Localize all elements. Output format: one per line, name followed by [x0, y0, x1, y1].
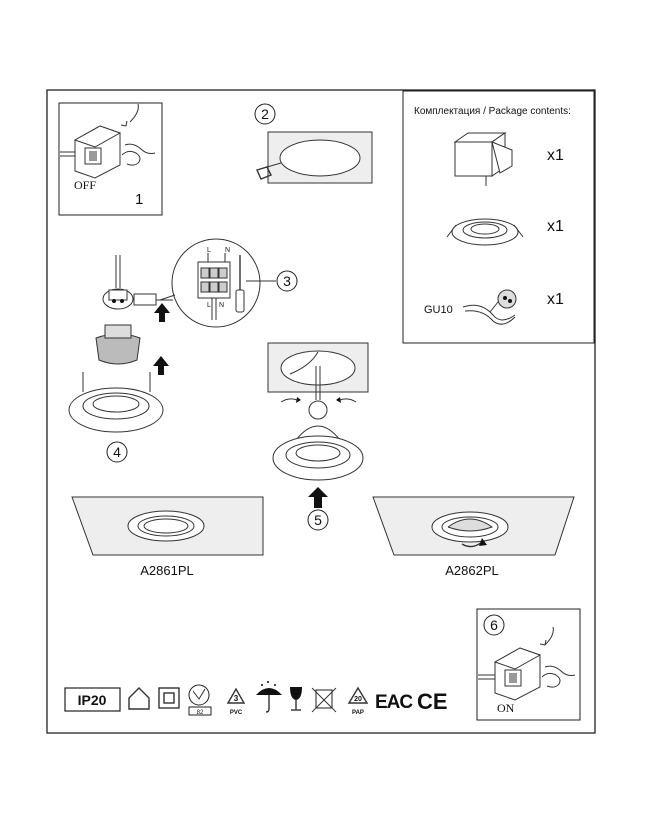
- ce-mark: CE: [417, 689, 448, 714]
- wall-switch-on-icon: [478, 626, 576, 701]
- step-1-panel: OFF 1: [58, 102, 163, 216]
- qty-box: x1: [547, 147, 564, 164]
- indoor-use-icon: [128, 687, 150, 710]
- eac-mark: EAC: [375, 692, 413, 713]
- terminal-n-top: N: [225, 247, 230, 254]
- gu10-socket-icon: [462, 289, 517, 325]
- spring-clip-arrow-left-icon: [280, 397, 301, 403]
- model-a2862pl: A2862PL: [372, 496, 575, 578]
- recycle-pap-icon: 20 PAP: [347, 686, 369, 716]
- terminal-l-top: L: [207, 247, 211, 254]
- arrow-up-icon-2: [153, 356, 169, 375]
- gu10-bulb-icon: [95, 324, 141, 365]
- wall-switch-off-icon: [60, 103, 156, 179]
- pap-label: PAP: [352, 710, 364, 716]
- certification-marks: IP20 82 3 PVC: [64, 681, 448, 716]
- step-2-number: 2: [261, 106, 269, 122]
- temperature-label: 82: [197, 710, 204, 716]
- step-4-number: 4: [113, 444, 121, 460]
- terminal-block-icon: [133, 293, 173, 306]
- jigsaw-icon: [256, 162, 282, 180]
- no-household-waste-icon: [311, 687, 337, 713]
- box-icon: [453, 132, 513, 186]
- downlight-fixture-icon-2: [272, 400, 364, 481]
- downlight-ring-icon: [446, 218, 524, 246]
- ip-rating-badge: [64, 687, 121, 712]
- ip-rating-label: IP20: [78, 692, 107, 708]
- recycle-3-label: 3: [234, 694, 239, 703]
- package-title: Комплектация / Package contents:: [414, 106, 571, 117]
- wiring-detail-circle: L N L N: [159, 238, 261, 328]
- step-3-number: 3: [283, 273, 291, 289]
- step-5-panel: 5: [267, 342, 369, 531]
- step-5-number: 5: [314, 512, 322, 528]
- socket-label: GU10: [424, 304, 453, 316]
- step-5-badge: [307, 509, 329, 531]
- step-3-badge: [276, 270, 298, 292]
- arrow-up-icon-3: [308, 487, 328, 508]
- rotate-arrow-icon: [461, 538, 487, 548]
- model-a2862pl-label: A2862PL: [445, 563, 499, 578]
- outer-frame: [46, 89, 596, 734]
- qty-ring: x1: [547, 218, 564, 235]
- step-6-number: 6: [490, 617, 498, 633]
- cut-hole: [279, 139, 361, 177]
- arrow-up-icon: [154, 303, 170, 322]
- fragile-glass-icon: [290, 687, 302, 711]
- lamp-holder-icon: [102, 288, 134, 310]
- step-2-badge: [254, 103, 276, 125]
- recycle-20-label: 20: [354, 696, 362, 703]
- step-6-badge: [483, 614, 505, 636]
- pvc-label: PVC: [230, 710, 243, 716]
- package-contents-box: Комплектация / Package contents: x1 x1 G…: [402, 90, 595, 344]
- spring-clip-arrow-right-icon: [336, 397, 357, 403]
- on-label: ON: [497, 701, 515, 715]
- off-label: OFF: [74, 178, 96, 192]
- model-a2861pl: A2861PL: [71, 496, 264, 578]
- terminal-n-bottom: N: [219, 302, 224, 309]
- step-2-panel: 2: [254, 103, 373, 184]
- downlight-fixture-icon: [68, 372, 164, 433]
- step-1-number: 1: [135, 191, 143, 208]
- step-6-panel: 6 ON: [476, 608, 581, 721]
- terminal-l-bottom: L: [207, 302, 211, 309]
- screwdriver-icon: [235, 255, 245, 313]
- keep-dry-umbrella-icon: [256, 681, 282, 713]
- model-a2861pl-label: A2861PL: [140, 563, 194, 578]
- step-3-panel: L N L N 3: [102, 238, 298, 328]
- step-4-badge: [106, 441, 128, 463]
- temperature-mark-icon: 82: [188, 684, 212, 716]
- class-ii-insulation-icon: [158, 687, 180, 709]
- recycle-pvc-icon: 3 PVC: [226, 687, 246, 716]
- qty-socket: x1: [547, 291, 564, 308]
- step-4-panel: 4: [68, 324, 169, 463]
